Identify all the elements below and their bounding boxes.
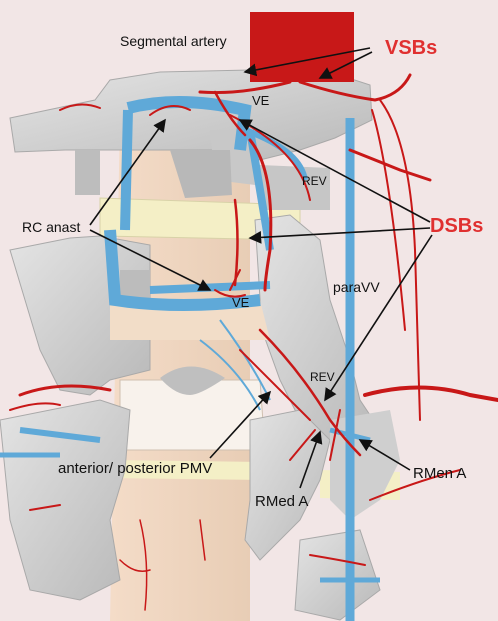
label-paravv: paraVV	[333, 279, 380, 295]
label-rc-anast: RC anast	[22, 219, 80, 235]
label-rev-low: REV	[310, 370, 335, 384]
label-rmen-a: RMen A	[413, 465, 466, 482]
label-dsbs: DSBs	[430, 215, 483, 237]
label-pmv: anterior/ posterior PMV	[58, 460, 212, 477]
label-ve-top: VE	[252, 93, 270, 108]
segmental-artery-trunk	[250, 12, 354, 82]
label-rev-top: REV	[302, 174, 327, 188]
label-vsbs: VSBs	[385, 37, 437, 59]
label-ve-mid: VE	[232, 295, 250, 310]
label-segmental-artery: Segmental artery	[120, 33, 227, 49]
label-rmed-a: RMed A	[255, 493, 308, 510]
